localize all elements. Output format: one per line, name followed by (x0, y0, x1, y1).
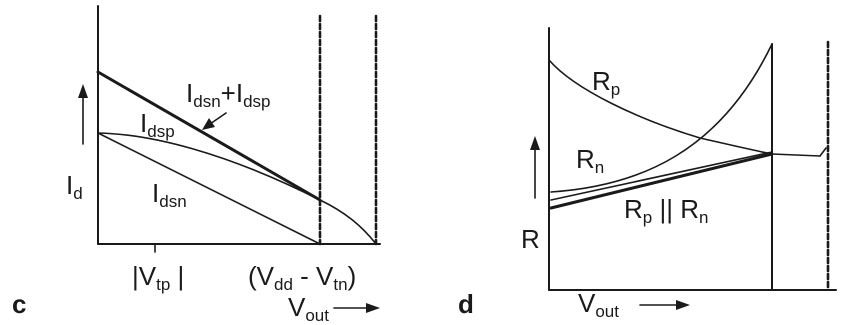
panel-d-curve-rp-par-rn-2 (550, 151, 773, 201)
panel-d-ylabel: R (521, 224, 540, 254)
panel-c-up-arrow-head (78, 84, 88, 98)
panel-c-label-dsn: Idsn (152, 178, 187, 211)
panel-d: Rp Rn Rp || Rn R Vout d (458, 27, 837, 321)
panel-c-pointer-line (209, 112, 227, 125)
panel-d-curve-rp-par-rn (549, 152, 774, 210)
panel-c: Id Idsn+Idsp Idsp Idsn |Vtp | (Vdd - Vtn… (12, 5, 381, 325)
panel-d-label-rp: Rp (592, 66, 620, 99)
panel-d-up-arrow-head (530, 136, 540, 150)
panel-d-x-arrow-head (676, 300, 690, 310)
panel-d-curve-rn (550, 43, 773, 193)
panel-c-tick-label-vdd-vtn: (Vdd - Vtn) (248, 261, 356, 294)
panel-d-label-rp-par-rn: Rp || Rn (624, 194, 708, 227)
panel-c-label-sum: Idsn+Idsp (186, 78, 271, 111)
panel-c-curve-dsn (97, 132, 321, 245)
panel-c-ylabel: Id (66, 170, 83, 203)
panel-d-curve-rp (548, 59, 821, 157)
panel-c-pointer-arrowhead (202, 118, 215, 130)
panel-c-letter: c (12, 289, 26, 319)
panel-c-tick-label-vtp: |Vtp | (132, 261, 184, 294)
panel-d-curve-rp-step (819, 147, 827, 157)
panel-c-curve-sum (96, 70, 322, 202)
panel-d-label-rn: Rn (576, 144, 604, 177)
panel-c-label-dsp: Idsp (140, 108, 175, 141)
panel-c-xlabel: Vout (288, 292, 329, 325)
panel-c-curve-dsp (97, 132, 321, 201)
panel-c-x-arrow-head (366, 303, 380, 313)
panel-c-curve-tail (319, 199, 377, 245)
panel-d-xlabel: Vout (578, 288, 619, 321)
panel-d-letter: d (458, 289, 474, 319)
